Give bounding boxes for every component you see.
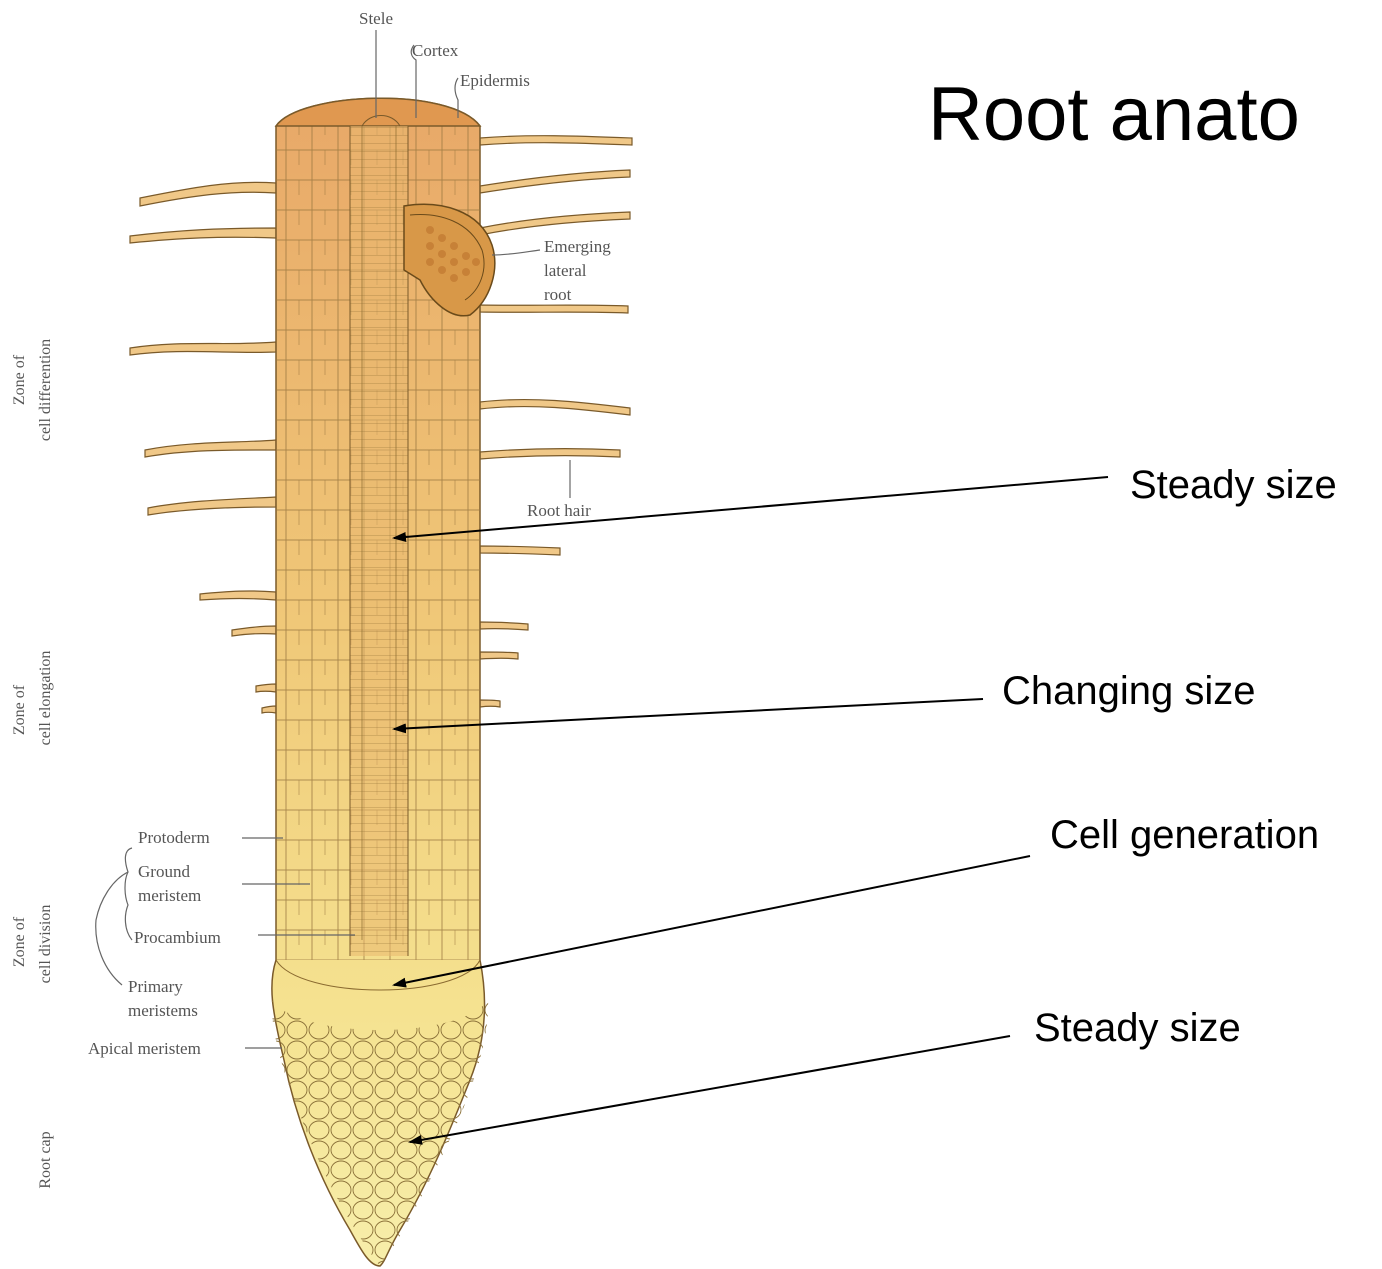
annotation-texts: Steady size Changing size Cell generatio… bbox=[1002, 463, 1337, 1050]
label-apical-meristem: Apical meristem bbox=[88, 1039, 201, 1058]
label-root-hair: Root hair bbox=[527, 501, 591, 520]
annotation-steady-size-top: Steady size bbox=[1130, 463, 1337, 507]
annotation-changing-size: Changing size bbox=[1002, 669, 1256, 713]
zone-elongation-2: cell elongation bbox=[37, 651, 54, 746]
label-ground-1: Ground bbox=[138, 862, 190, 881]
root-body bbox=[272, 98, 495, 1266]
label-primary-1: Primary bbox=[128, 977, 183, 996]
label-stele: Stele bbox=[359, 9, 393, 28]
zone-elongation-1: Zone of bbox=[11, 684, 28, 735]
zone-differentiation-1: Zone of bbox=[11, 354, 28, 405]
label-cortex: Cortex bbox=[412, 41, 459, 60]
slide-title: Root anato bbox=[928, 72, 1300, 157]
label-epidermis: Epidermis bbox=[460, 71, 530, 90]
label-emerging-1: Emerging bbox=[544, 237, 611, 256]
label-ground-2: meristem bbox=[138, 886, 201, 905]
label-emerging-3: root bbox=[544, 285, 572, 304]
annotation-steady-size-bottom: Steady size bbox=[1034, 1006, 1241, 1050]
label-procambium: Procambium bbox=[134, 928, 221, 947]
zone-root-cap: Root cap bbox=[37, 1131, 54, 1188]
zone-division-1: Zone of bbox=[11, 916, 28, 967]
label-protoderm: Protoderm bbox=[138, 828, 210, 847]
annotation-cell-generation: Cell generation bbox=[1050, 813, 1319, 857]
root-hairs-right bbox=[480, 136, 632, 707]
arrow-steady-size-top bbox=[394, 477, 1108, 538]
zone-division-2: cell division bbox=[37, 905, 54, 984]
arrow-steady-size-bottom bbox=[410, 1036, 1010, 1142]
annotation-arrows bbox=[394, 477, 1108, 1142]
arrow-cell-generation bbox=[394, 856, 1030, 985]
zone-differentiation-2: cell differention bbox=[37, 339, 54, 441]
label-primary-2: meristems bbox=[128, 1001, 198, 1020]
root-hairs-left bbox=[130, 182, 276, 713]
label-emerging-2: lateral bbox=[544, 261, 587, 280]
zone-labels: Zone of cell differention Zone of cell e… bbox=[11, 339, 54, 1189]
